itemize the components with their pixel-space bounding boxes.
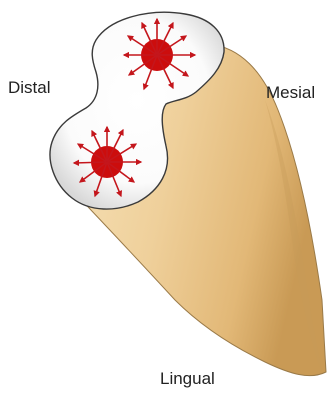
- mesial-label: Mesial: [266, 84, 315, 101]
- lingual-label: Lingual: [160, 370, 215, 387]
- distal-label: Distal: [8, 79, 51, 96]
